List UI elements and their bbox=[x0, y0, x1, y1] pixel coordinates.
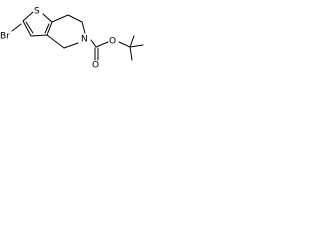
bond-tbu-me3 bbox=[129, 35, 135, 48]
bond-n-c4 bbox=[63, 42, 79, 49]
bond-c7a-c3a bbox=[46, 21, 53, 36]
atom-label-o-ester: O bbox=[109, 37, 116, 47]
bond-c3-c2 bbox=[22, 20, 32, 37]
bond-br-c2 bbox=[11, 23, 22, 32]
atom-label-n: N bbox=[81, 35, 88, 45]
bond-c3-c2-inner bbox=[25, 21, 34, 34]
atom-label-br: Br bbox=[0, 32, 10, 42]
bond-tbu-me1 bbox=[129, 44, 144, 48]
tert-butyl-2-bromo-thienopyridine-carboxylate-structure: Br S N O O bbox=[0, 7, 144, 71]
atom-label-o-carbonyl: O bbox=[92, 61, 99, 71]
bond-c3a-c3 bbox=[30, 34, 48, 37]
bond-n-c-carbonyl bbox=[90, 39, 97, 48]
bond-c7-c6 bbox=[67, 14, 83, 23]
bond-tbu-me2 bbox=[129, 46, 133, 61]
bond-s-c7a bbox=[42, 13, 53, 23]
bond-c6-n bbox=[81, 21, 86, 34]
bond-c2-s bbox=[22, 11, 34, 22]
bond-c4-c3a bbox=[46, 34, 65, 49]
bond-c-o-ester bbox=[95, 41, 109, 48]
bond-c7a-c7 bbox=[51, 14, 69, 23]
atom-label-s: S bbox=[34, 7, 40, 17]
bond-o-ctbu bbox=[118, 41, 131, 48]
bond-c7a-c3a-inner bbox=[44, 23, 50, 34]
